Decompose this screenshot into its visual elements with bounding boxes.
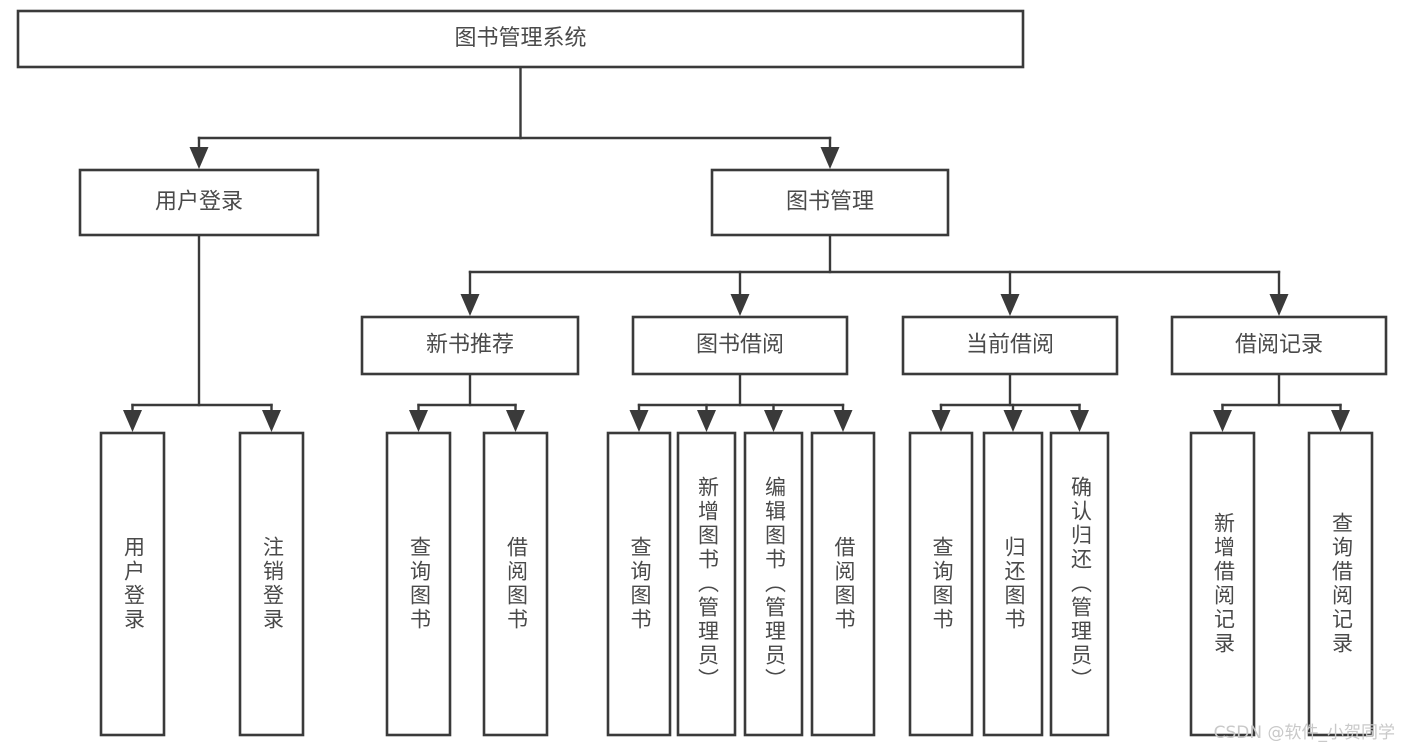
node-current-borrow[interactable]: 当前借阅 [901,315,1119,376]
node-box [99,431,166,737]
node-box [360,315,580,376]
node-box [1189,431,1256,737]
csdn-watermark: CSDN @软件_小贺同学 [1213,723,1395,743]
node-leaf-user-login[interactable]: 用户登录 [99,431,166,737]
node-leaf-logout[interactable]: 注销登录 [238,431,305,737]
node-box [1049,431,1110,737]
node-box [982,431,1044,737]
node-label: 图书管理 [786,190,874,215]
node-box [482,431,549,737]
node-box [1307,431,1374,737]
node-leaf-edit-book[interactable]: 编辑图书（管理员） [743,431,804,737]
node-root[interactable]: 图书管理系统 [16,9,1025,69]
node-box [78,168,320,237]
node-label: 确认归还（管理员） [1069,476,1093,692]
node-box [1170,315,1388,376]
node-book-manage[interactable]: 图书管理 [710,168,950,237]
node-label: 新书推荐 [426,333,514,358]
node-label: 查询图书 [628,536,652,632]
node-box [676,431,737,737]
node-box [908,431,974,737]
node-box [743,431,804,737]
node-leaf-return-book[interactable]: 归还图书 [982,431,1044,737]
node-box [238,431,305,737]
node-leaf-query-record[interactable]: 查询借阅记录 [1307,431,1374,737]
node-layer: 图书管理系统用户登录图书管理新书推荐图书借阅当前借阅借阅记录用户登录注销登录查询… [16,9,1388,737]
node-label: 借阅图书 [832,536,856,632]
node-label: 查询图书 [930,536,954,632]
node-leaf-query-book-2[interactable]: 查询图书 [606,431,672,737]
node-leaf-confirm-return[interactable]: 确认归还（管理员） [1049,431,1110,737]
node-label: 注销登录 [261,536,285,632]
node-label: 用户登录 [122,536,146,632]
node-box [631,315,849,376]
node-box [810,431,876,737]
node-box [385,431,452,737]
node-label: 新增借阅记录 [1212,512,1236,656]
node-leaf-query-book-3[interactable]: 查询图书 [908,431,974,737]
node-new-book-rec[interactable]: 新书推荐 [360,315,580,376]
node-leaf-add-record[interactable]: 新增借阅记录 [1189,431,1256,737]
node-leaf-borrow-book-1[interactable]: 借阅图书 [482,431,549,737]
node-leaf-query-book-1[interactable]: 查询图书 [385,431,452,737]
node-box [901,315,1119,376]
node-label: 新增图书（管理员） [696,476,720,692]
node-label: 借阅图书 [505,536,529,632]
node-label: 编辑图书（管理员） [763,476,787,692]
connector-layer [123,65,1350,432]
node-box [606,431,672,737]
node-borrow-record[interactable]: 借阅记录 [1170,315,1388,376]
node-label: 查询借阅记录 [1330,512,1354,656]
node-book-borrow[interactable]: 图书借阅 [631,315,849,376]
node-leaf-borrow-book-2[interactable]: 借阅图书 [810,431,876,737]
node-label: 图书借阅 [696,333,784,358]
node-box [710,168,950,237]
node-box [16,9,1025,69]
node-leaf-add-book[interactable]: 新增图书（管理员） [676,431,737,737]
node-label: 归还图书 [1002,536,1026,632]
node-label: 当前借阅 [966,333,1054,358]
node-label: 查询图书 [408,536,432,632]
node-label: 用户登录 [155,190,243,215]
node-label: 借阅记录 [1235,333,1323,358]
node-user-login[interactable]: 用户登录 [78,168,320,237]
node-label: 图书管理系统 [454,26,586,51]
